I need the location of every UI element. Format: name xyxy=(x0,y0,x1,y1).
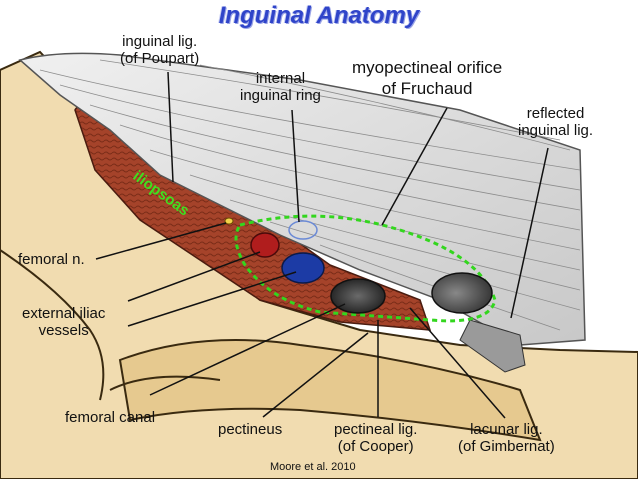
leader-pectineus xyxy=(262,332,369,418)
leader-external-iliac-2 xyxy=(127,271,297,327)
label-external-iliac-vessels: external iliac vessels xyxy=(22,305,106,339)
citation: Moore et al. 2010 xyxy=(270,461,356,473)
bone-contour xyxy=(0,249,105,401)
leader-lacunar-lig xyxy=(409,307,506,419)
label-reflected-inguinal-ligament: reflected inguinal lig. xyxy=(518,105,594,139)
label-pectineal-ligament: pectineal lig. (of Cooper) xyxy=(334,421,418,455)
lacunar-opening xyxy=(431,272,493,314)
label-femoral-nerve: femoral n. xyxy=(18,251,85,268)
label-inguinal-ligament: inguinal lig. (of Poupart) xyxy=(120,33,200,67)
leader-lines xyxy=(95,71,549,419)
ligament-fibers xyxy=(39,59,581,331)
leader-femoral-n xyxy=(95,222,227,260)
external-iliac-vein xyxy=(281,252,325,284)
femoral-canal-opening xyxy=(330,278,386,314)
label-femoral-canal: femoral canal xyxy=(65,409,156,426)
femoral-nerve xyxy=(224,217,234,225)
label-myopectineal-orifice: myopectineal orifice of Fruchaud xyxy=(352,58,503,98)
external-iliac-artery xyxy=(250,232,280,258)
leader-inguinal-lig xyxy=(167,71,174,183)
label-lacunar-ligament: lacunar lig. (of Gimbernat) xyxy=(458,421,555,455)
label-internal-inguinal-ring: internal inguinal ring xyxy=(240,70,321,104)
leader-reflected xyxy=(510,147,549,319)
leader-femoral-canal xyxy=(149,303,346,396)
myopectineal-orifice-outline xyxy=(234,214,497,323)
reflected-ligament-stub xyxy=(459,319,526,373)
label-pectineus: pectineus xyxy=(218,421,283,438)
leader-myopectineal xyxy=(381,107,448,226)
leader-external-iliac-1 xyxy=(127,251,261,302)
leader-internal-ring xyxy=(291,109,300,223)
bone-contour-lower xyxy=(109,375,221,391)
pubic-ramus-shading xyxy=(118,339,542,442)
diagram-title: Inguinal Anatomy xyxy=(218,2,420,29)
internal-inguinal-ring xyxy=(288,220,318,240)
